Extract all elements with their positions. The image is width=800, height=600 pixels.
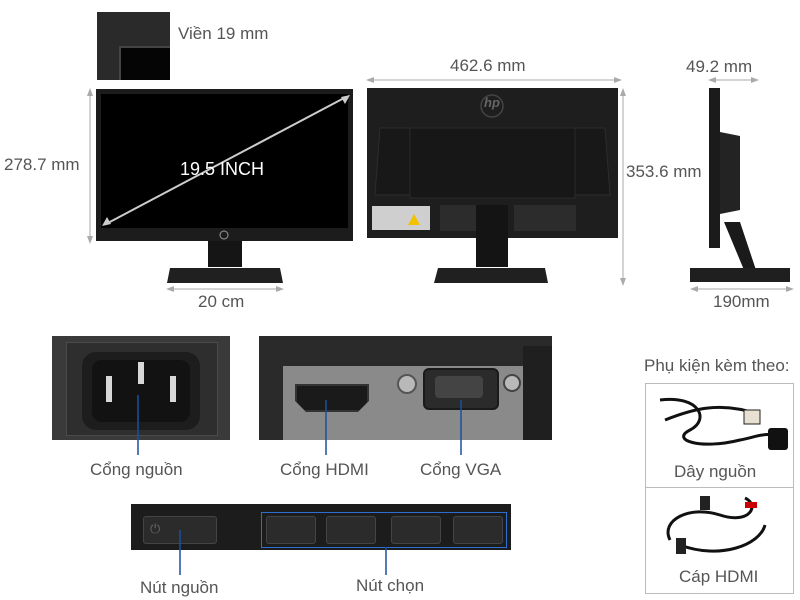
accessories-title: Phụ kiện kèm theo: <box>644 356 790 375</box>
bezel-label: Viền 19 mm <box>178 24 269 43</box>
power-port-photo <box>52 336 230 440</box>
power-button-label: Nút nguồn <box>140 578 219 597</box>
diagonal-label: 19.5 INCH <box>180 159 265 179</box>
vga-port-label: Cổng VGA <box>420 460 502 479</box>
select-button-1 <box>266 516 316 544</box>
depth-label: 49.2 mm <box>686 57 753 76</box>
base-depth-label: 190mm <box>713 292 770 311</box>
power-icon: ⏻ <box>150 521 161 536</box>
select-button-label: Nút chọn <box>356 576 425 595</box>
width-label: 462.6 mm <box>450 56 526 75</box>
accessories-box <box>645 383 794 594</box>
power-cable-label: Dây nguồn <box>674 462 757 481</box>
stand-width-label: 20 cm <box>198 292 245 311</box>
video-ports-photo <box>259 336 552 440</box>
hp-logo: hp <box>484 95 500 110</box>
select-button-2 <box>326 516 376 544</box>
back-height-label: 353.6 mm <box>626 162 702 181</box>
power-port-label: Cổng nguồn <box>90 460 183 479</box>
select-button-3 <box>391 516 441 544</box>
select-button-4 <box>453 516 503 544</box>
hdmi-cable-label: Cáp HDMI <box>679 567 759 586</box>
hdmi-port-label: Cổng HDMI <box>280 460 369 479</box>
front-height-label: 278.7 mm <box>4 155 80 174</box>
bezel-closeup <box>97 12 170 80</box>
